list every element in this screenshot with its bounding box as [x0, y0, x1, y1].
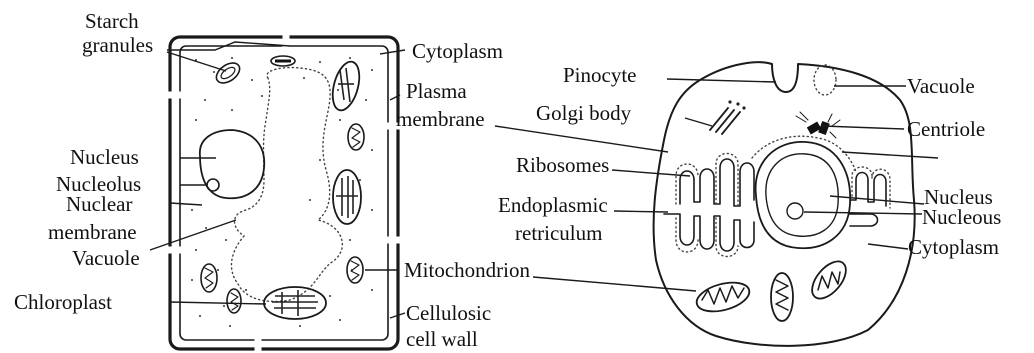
label-golgi-body: Golgi body: [536, 101, 632, 125]
starch-granules: [213, 56, 295, 87]
plant-mitochondrion: [201, 264, 217, 292]
label-nuclear-membrane: membrane: [48, 220, 137, 244]
label-granules: granules: [82, 33, 153, 57]
label-chloroplast: Chloroplast: [14, 290, 112, 314]
label-plasma-membrane: membrane: [396, 107, 485, 131]
golgi-body: [710, 100, 746, 134]
label-vacuole-animal: Vacuole: [907, 74, 975, 98]
animal-mitochondrion: [806, 255, 853, 304]
label-plasma: Plasma: [406, 79, 467, 103]
animal-mitochondrion: [694, 277, 753, 316]
chloroplast: [264, 287, 326, 319]
label-vacuole-plant: Vacuole: [72, 246, 140, 270]
label-ribosomes: Ribosomes: [516, 153, 609, 177]
label-cellulosic: Cellulosic: [406, 301, 491, 325]
label-retriculum: retriculum: [515, 221, 602, 245]
label-centriole: Centriole: [907, 117, 985, 141]
plant-mitochondrion: [347, 257, 363, 283]
animal-nuclear-envelope: [756, 142, 851, 248]
animal-nucleus: [766, 154, 838, 236]
plant-cytoplasm-stipple: [191, 57, 373, 327]
centriole: [796, 112, 840, 138]
animal-mitochondrion: [771, 273, 793, 321]
animal-cell-membrane: [654, 62, 915, 346]
plant-nucleus: [200, 130, 264, 198]
label-nuclear: Nuclear: [66, 192, 132, 216]
plant-leaders: [150, 42, 405, 318]
label-nucleus-plant: Nucleus: [70, 145, 139, 169]
label-endoplasmic: Endoplasmic: [498, 193, 608, 217]
chloroplast: [328, 59, 364, 114]
rough-er-upper: [680, 159, 754, 206]
label-starch: Starch: [85, 9, 139, 33]
animal-nucleolus: [787, 203, 803, 219]
label-cell-wall: cell wall: [406, 327, 478, 351]
label-pinocyte: Pinocyte: [563, 63, 637, 87]
plant-mitochondrion: [227, 289, 241, 313]
label-cytoplasm-plant: Cytoplasm: [412, 39, 503, 63]
plant-vacuole: [231, 67, 342, 301]
label-nucleous-animal: Nucleous: [922, 205, 1001, 229]
plant-mitochondrion: [348, 124, 364, 150]
plant-nucleolus: [207, 179, 219, 191]
animal-vacuole: [814, 65, 836, 95]
label-cytoplasm-animal: Cytoplasm: [908, 235, 999, 259]
label-mitochondrion: Mitochondrion: [404, 258, 530, 282]
plant-cell: Starch granules Cytoplasm Plasma membran…: [14, 9, 530, 352]
animal-cell: Pinocyte Vacuole Golgi body Centriole Ri…: [495, 62, 1001, 346]
chloroplast: [333, 170, 361, 224]
